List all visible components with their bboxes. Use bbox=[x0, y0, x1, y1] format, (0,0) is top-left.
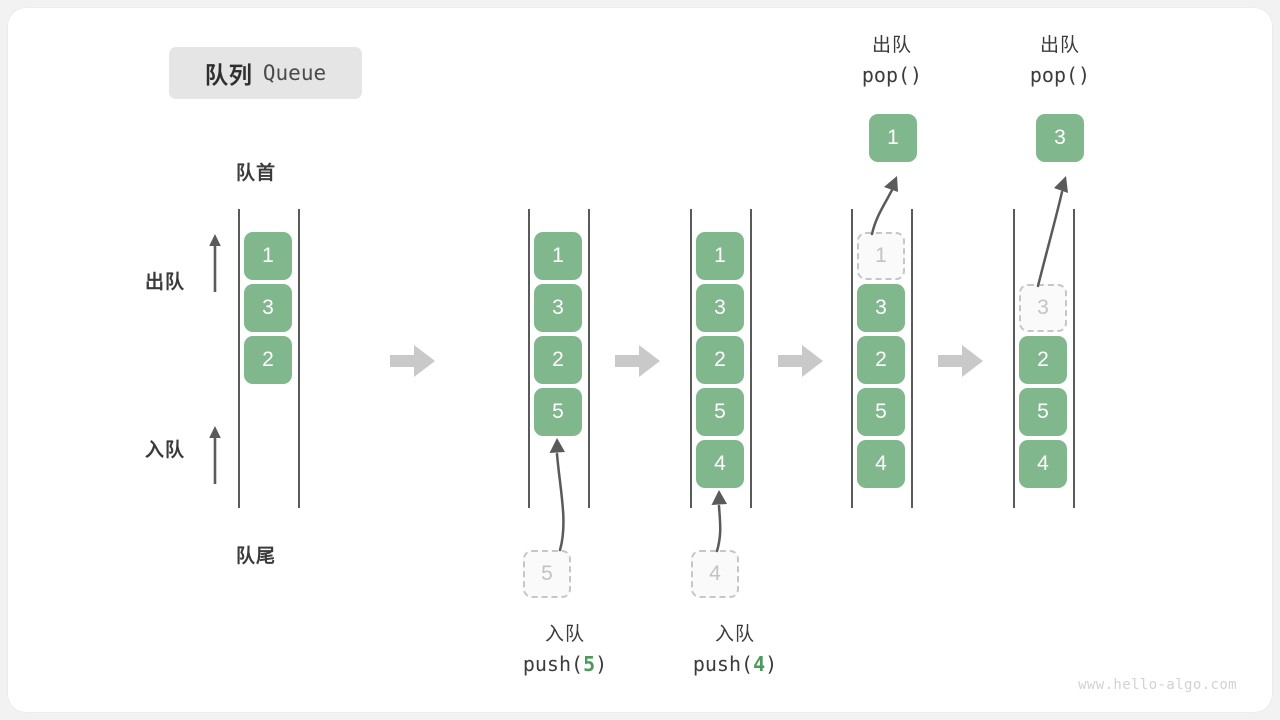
queue-item-removed: 3 bbox=[1019, 284, 1067, 332]
queue-item: 4 bbox=[1019, 440, 1067, 488]
operation-name: 出队 bbox=[871, 35, 912, 56]
queue-item: 2 bbox=[857, 336, 905, 384]
queue-item-new: 4 bbox=[696, 440, 744, 488]
enqueue-motion-arrow bbox=[549, 438, 565, 552]
incoming-ghost-item: 5 bbox=[523, 550, 571, 598]
dequeue-direction-arrow bbox=[209, 234, 221, 292]
dequeue-motion-arrow bbox=[1036, 176, 1068, 288]
title-chinese: 队列 bbox=[204, 62, 253, 88]
queue-item: 1 bbox=[244, 232, 292, 280]
popped-item: 3 bbox=[1036, 114, 1084, 162]
queue-tail-label: 队尾 bbox=[236, 546, 277, 567]
rail-left bbox=[1013, 209, 1015, 508]
watermark: www.hello-algo.com bbox=[1078, 677, 1237, 693]
queue-item: 2 bbox=[534, 336, 582, 384]
popped-item: 1 bbox=[869, 114, 917, 162]
diagram-title-badge: 队列 Queue bbox=[169, 47, 362, 99]
enqueue-motion-arrow bbox=[711, 490, 727, 553]
dequeue-side-label: 出队 bbox=[145, 272, 186, 293]
queue-item: 3 bbox=[696, 284, 744, 332]
queue-item: 1 bbox=[534, 232, 582, 280]
operation-code: push(4) bbox=[692, 652, 778, 677]
queue-item: 2 bbox=[244, 336, 292, 384]
queue-item-removed: 1 bbox=[857, 232, 905, 280]
queue-item: 5 bbox=[857, 388, 905, 436]
enqueue-side-label: 入队 bbox=[145, 440, 186, 461]
incoming-ghost-item: 4 bbox=[691, 550, 739, 598]
operation-code: push(5) bbox=[522, 652, 608, 677]
rail-right bbox=[750, 209, 752, 508]
operation-code: pop() bbox=[861, 63, 923, 88]
title-english: Queue bbox=[262, 61, 327, 85]
queue-item: 2 bbox=[696, 336, 744, 384]
queue-item-new: 5 bbox=[534, 388, 582, 436]
rail-left bbox=[851, 209, 853, 508]
queue-item: 2 bbox=[1019, 336, 1067, 384]
rail-left bbox=[690, 209, 692, 508]
operation-name: 入队 bbox=[544, 624, 585, 645]
operation-code: pop() bbox=[1029, 63, 1091, 88]
operation-name: 入队 bbox=[714, 624, 755, 645]
dequeue-motion-arrow bbox=[870, 176, 898, 236]
step-arrow-icon bbox=[778, 345, 823, 377]
queue-item: 1 bbox=[696, 232, 744, 280]
step-arrow-icon bbox=[390, 345, 435, 377]
operation-label-push-5: 入队 push(5) bbox=[510, 620, 620, 680]
step-arrow-icon bbox=[938, 345, 983, 377]
operation-label-push-4: 入队 push(4) bbox=[680, 620, 790, 680]
rail-right bbox=[911, 209, 913, 508]
rail-right bbox=[1073, 209, 1075, 508]
rail-right bbox=[588, 209, 590, 508]
queue-item: 3 bbox=[534, 284, 582, 332]
enqueue-direction-arrow bbox=[209, 426, 221, 484]
queue-head-label: 队首 bbox=[236, 163, 277, 184]
rail-right bbox=[298, 209, 300, 508]
queue-item: 3 bbox=[857, 284, 905, 332]
operation-name: 出队 bbox=[1039, 35, 1080, 56]
step-arrow-icon bbox=[615, 345, 660, 377]
rail-left bbox=[528, 209, 530, 508]
operation-label-pop-1: 出队 pop() bbox=[836, 31, 948, 91]
queue-item: 4 bbox=[857, 440, 905, 488]
rail-left bbox=[238, 209, 240, 508]
queue-item: 5 bbox=[696, 388, 744, 436]
operation-label-pop-2: 出队 pop() bbox=[1004, 31, 1116, 91]
queue-item: 3 bbox=[244, 284, 292, 332]
queue-item: 5 bbox=[1019, 388, 1067, 436]
